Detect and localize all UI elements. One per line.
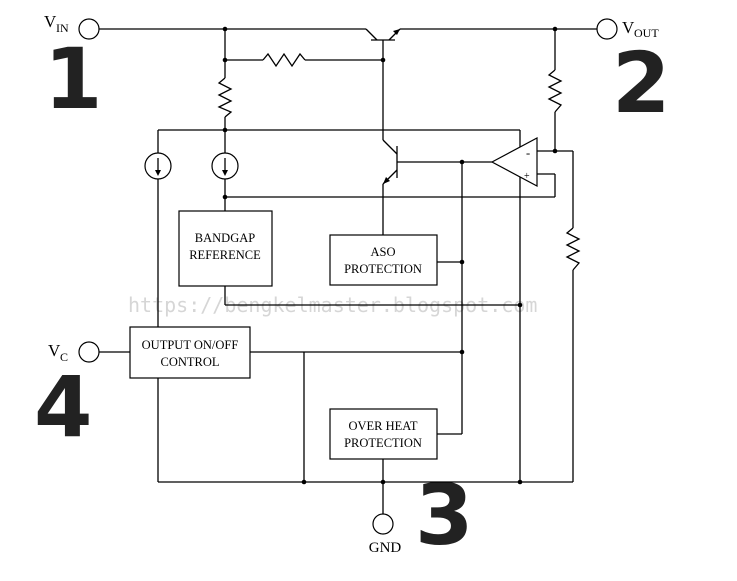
junction-dots [222, 26, 558, 485]
pin-number-4: 4 [34, 358, 92, 456]
resistor-vout-divider [547, 69, 563, 113]
opamp-minus-label: - [526, 146, 530, 160]
gnd-terminal: GND [369, 513, 402, 556]
bandgap-line1: BANDGAP [195, 231, 255, 245]
opamp-plus-label: + [524, 171, 530, 182]
current-source-right-icon [211, 152, 239, 180]
bandgap-line2: REFERENCE [189, 248, 261, 262]
pin-number-2: 2 [612, 34, 670, 132]
over-heat-line2: PROTECTION [344, 436, 422, 450]
output-control-line1: OUTPUT ON/OFF [142, 338, 239, 352]
vc-label: V [48, 341, 61, 360]
aso-line1: ASO [370, 245, 395, 259]
pin-number-3: 3 [415, 466, 473, 564]
vin-terminal: V IN [44, 12, 100, 40]
vout-sub-label: OUT [634, 26, 659, 40]
vin-sub-label: IN [56, 21, 69, 35]
wiring [99, 28, 597, 514]
output-control-block: OUTPUT ON/OFF CONTROL [129, 326, 251, 379]
output-control-line2: CONTROL [160, 355, 219, 369]
gnd-label: GND [369, 540, 402, 556]
error-amplifier: - + [490, 137, 538, 187]
vout-terminal: V OUT [596, 18, 659, 40]
vc-sub-label: C [60, 350, 68, 364]
over-heat-protection-block: OVER HEAT PROTECTION [329, 408, 438, 460]
aso-line2: PROTECTION [344, 262, 422, 276]
vin-label: V [44, 12, 57, 31]
resistor-top [262, 52, 306, 68]
aso-protection-block: ASO PROTECTION [329, 234, 438, 286]
resistor-right [565, 227, 581, 271]
vout-label: V [622, 18, 635, 37]
over-heat-line1: OVER HEAT [348, 419, 417, 433]
pin-number-1: 1 [44, 30, 102, 128]
current-source-left-icon [144, 152, 172, 180]
resistor-vin-divider [217, 77, 233, 118]
bandgap-reference-block: BANDGAP REFERENCE [178, 210, 273, 287]
vc-terminal: V C [48, 341, 100, 364]
